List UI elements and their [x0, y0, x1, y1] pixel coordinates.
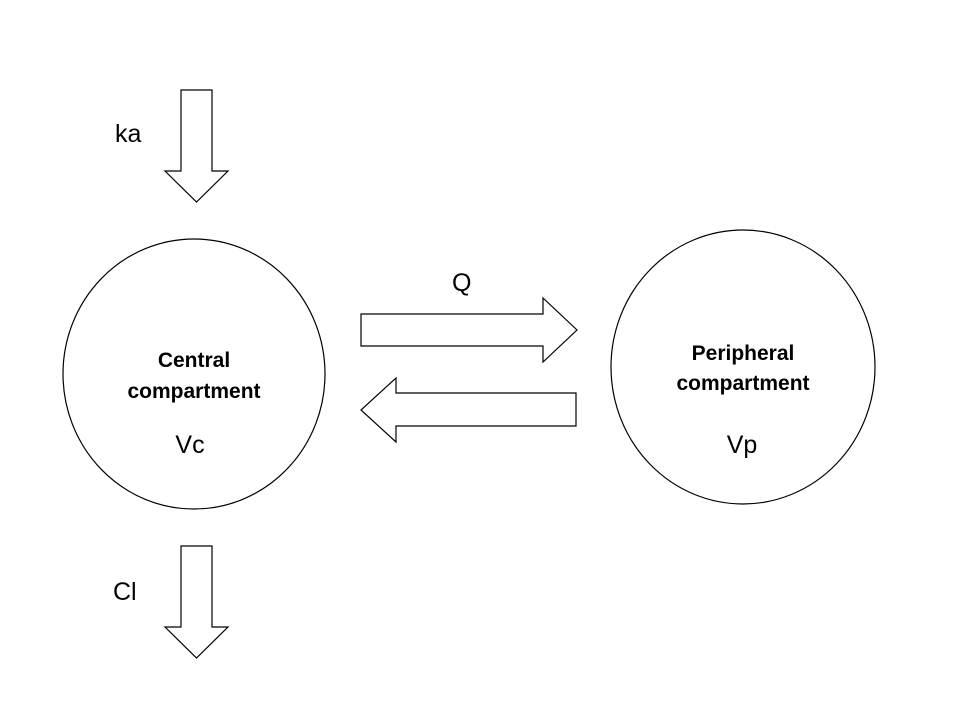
peripheral-compartment: [610, 229, 876, 505]
peripheral-title-line1: Peripheral: [692, 342, 795, 365]
peripheral-title-line2: compartment: [676, 372, 809, 395]
peripheral-volume-label: Vp: [727, 431, 758, 459]
absorption-arrow: [163, 89, 230, 203]
clearance-arrow: [163, 545, 230, 659]
central-title-line1: Central: [158, 349, 230, 372]
intercompartmental-label: Q: [452, 269, 471, 297]
flow-arrow-to-central: [360, 376, 577, 444]
central-title-line2: compartment: [127, 380, 260, 403]
flow-arrow-to-peripheral: [360, 296, 578, 364]
clearance-label: Cl: [113, 578, 137, 606]
absorption-label: ka: [115, 120, 142, 148]
central-volume-label: Vc: [175, 431, 204, 459]
central-compartment: [62, 238, 326, 510]
